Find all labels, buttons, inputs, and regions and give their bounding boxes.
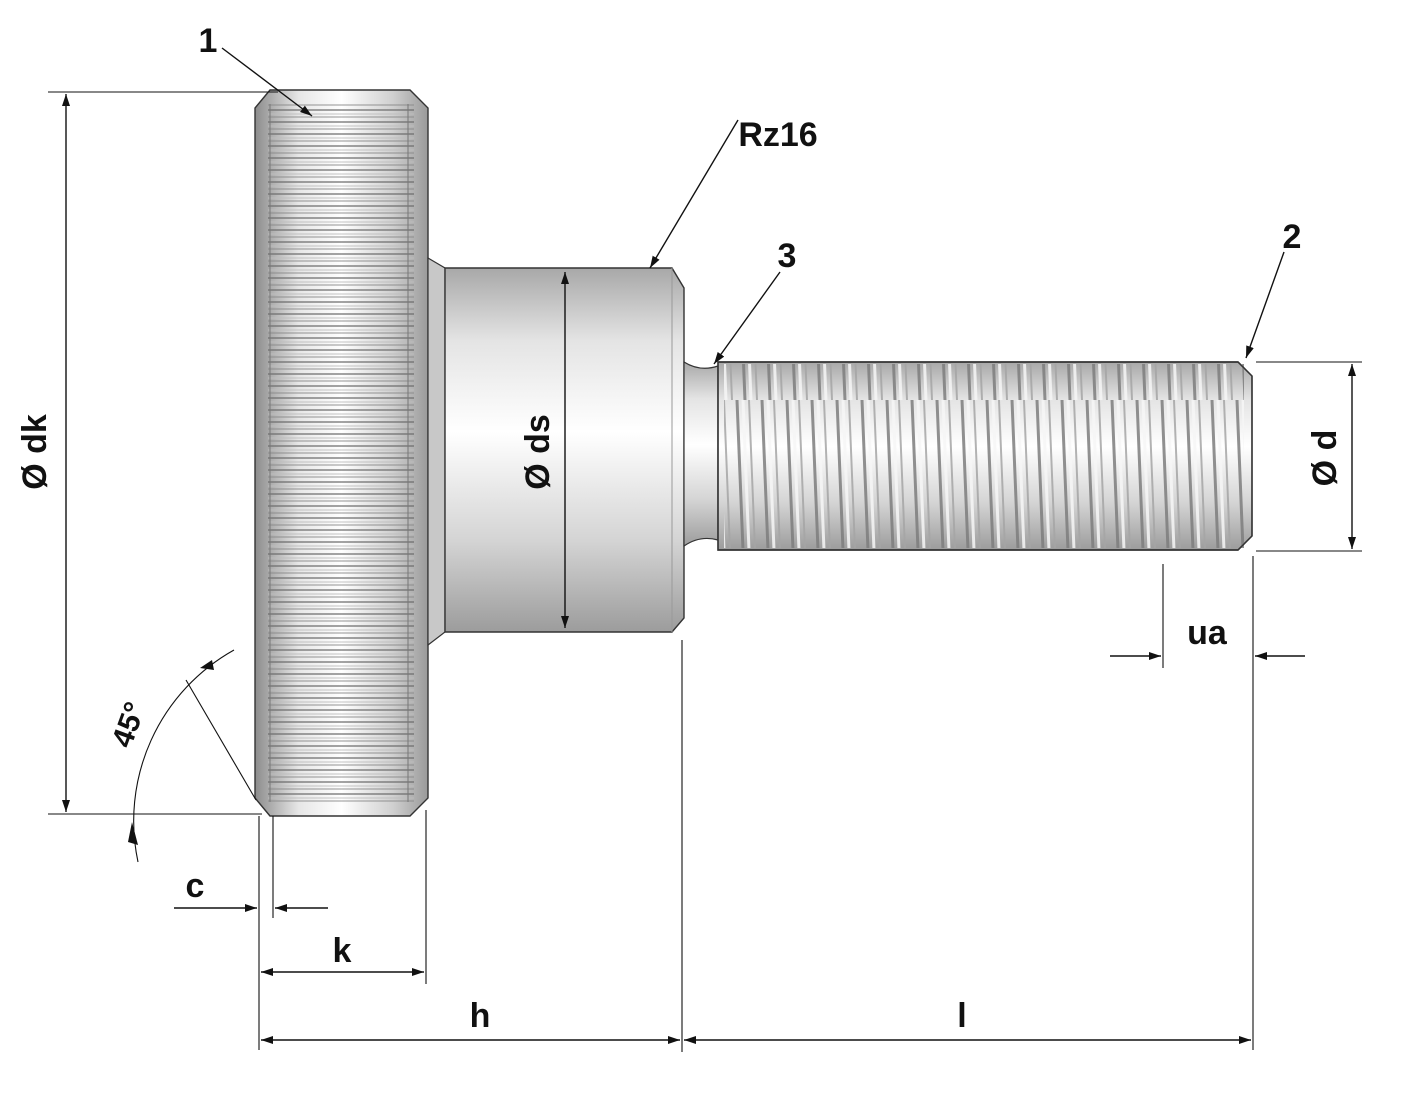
- callout-3: 3: [713, 237, 797, 365]
- callout-1: 1: [199, 22, 313, 117]
- h-label: h: [470, 997, 491, 1035]
- callout-2: 2: [1245, 218, 1302, 359]
- callout-2-label: 2: [1283, 218, 1302, 256]
- chamfer-angle-annotation: 45°: [106, 649, 257, 863]
- dimension-ds: Ø ds: [519, 272, 569, 628]
- dimension-dk: Ø dk: [16, 91, 278, 815]
- d-label: Ø d: [1306, 430, 1344, 487]
- thread-undercut: [683, 360, 719, 548]
- dimension-ua: ua: [1110, 556, 1305, 1050]
- dk-label: Ø dk: [16, 414, 54, 490]
- callout-1-label: 1: [199, 22, 218, 60]
- roughness-label: Rz16: [738, 116, 817, 154]
- dimension-c: c: [174, 816, 328, 1050]
- dimension-h: h: [261, 640, 683, 1052]
- dimension-k: k: [261, 810, 427, 984]
- l-label: l: [957, 997, 966, 1035]
- screw-part: [254, 89, 1253, 817]
- callout-3-label: 3: [778, 237, 797, 275]
- knurled-head: [254, 89, 429, 817]
- callout-rz16: Rz16: [649, 116, 818, 269]
- dimension-l: l: [684, 997, 1251, 1044]
- dimension-d: Ø d: [1256, 361, 1362, 552]
- ua-label: ua: [1187, 614, 1228, 652]
- c-label: c: [186, 867, 205, 905]
- threaded-shaft: [717, 361, 1253, 551]
- ds-label: Ø ds: [519, 414, 557, 490]
- angle-label: 45°: [106, 698, 153, 752]
- k-label: k: [333, 932, 352, 970]
